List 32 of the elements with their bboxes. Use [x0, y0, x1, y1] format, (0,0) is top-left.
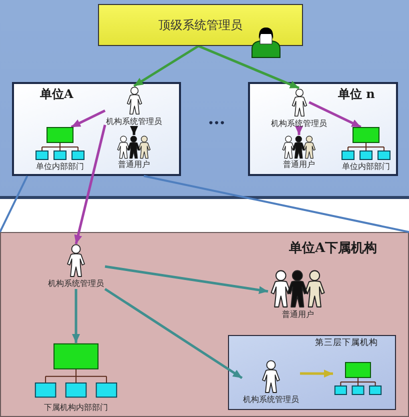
arrow: [198, 44, 300, 90]
panel-heading: 单位A: [40, 87, 74, 102]
role-label: 机构系统管理员: [243, 394, 299, 405]
ellipsis: •••: [208, 119, 226, 129]
role-label: 普通用户: [282, 309, 314, 320]
unit-panel: [248, 82, 398, 176]
role-label: 普通用户: [283, 159, 315, 170]
arrow: [130, 126, 138, 135]
panel-heading: 单位A下属机构: [289, 241, 378, 257]
org-label: 单位内部部门: [342, 161, 390, 172]
role-label: 普通用户: [118, 159, 150, 170]
unit-panel: [228, 335, 396, 410]
org-label: 单位内部部门: [36, 161, 84, 172]
role-label: 机构系统管理员: [271, 118, 327, 129]
arrow: [72, 289, 80, 343]
role-box: 顶级系统管理员: [98, 4, 303, 46]
role-label: 机构系统管理员: [48, 278, 104, 289]
arrow: [70, 109, 106, 128]
arrow: [308, 101, 362, 128]
arrow: [300, 370, 333, 378]
panel-heading: 单位 n: [338, 87, 375, 102]
arrow: [295, 126, 303, 135]
unit-panel: [12, 82, 181, 176]
arrow: [74, 124, 106, 244]
arrow: [104, 288, 243, 380]
connector-line: [0, 176, 28, 232]
org-label: 下属机构内部部门: [44, 402, 108, 413]
panel-heading: 第三层下属机构: [315, 338, 378, 348]
unit-panel: [0, 232, 409, 417]
role-label: 机构系统管理员: [106, 116, 162, 127]
arrow: [133, 44, 200, 88]
arrow: [104, 265, 268, 294]
